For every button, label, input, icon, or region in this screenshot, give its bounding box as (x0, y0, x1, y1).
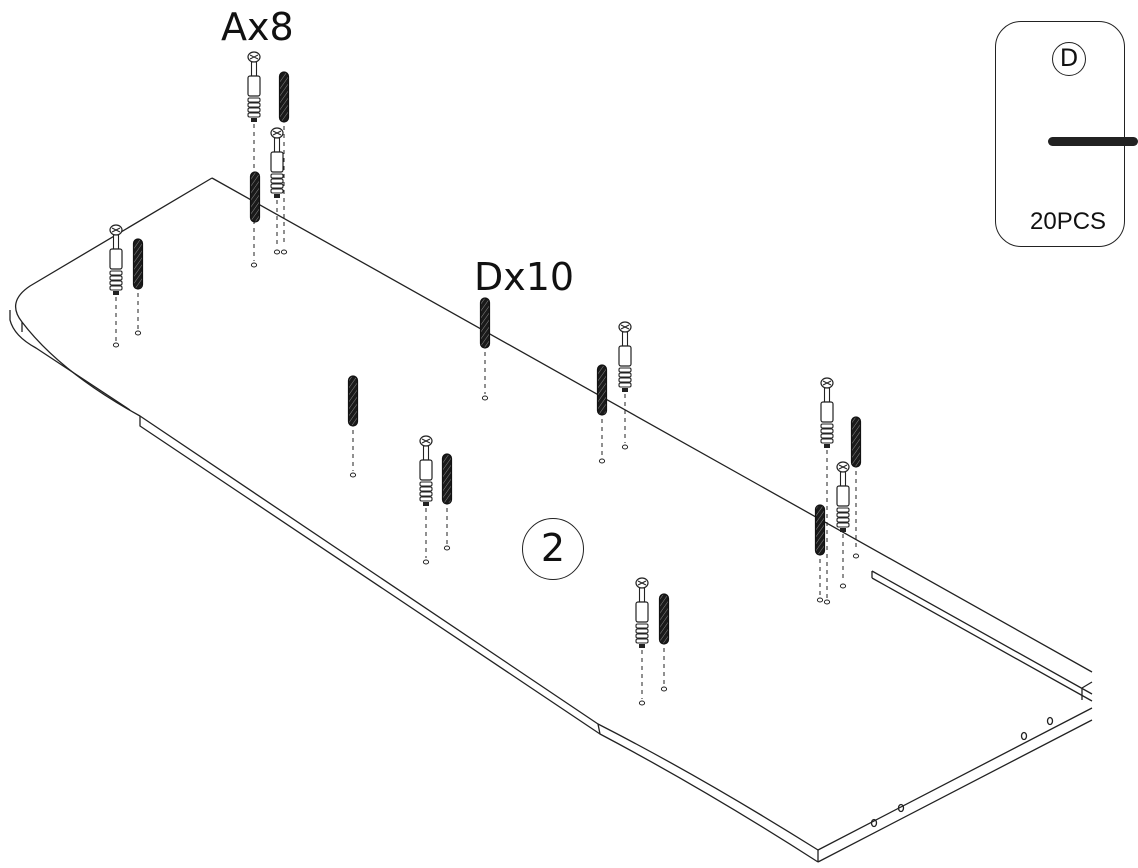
cam-bolt (635, 577, 649, 706)
cam-bolt (419, 435, 433, 565)
panel-right-edge (817, 707, 1093, 863)
panel-top-face (14, 177, 1093, 851)
assembly-diagram: Ax8 Dx10 2 D 20PCS (9, 5, 1138, 863)
wooden-dowel (814, 504, 826, 603)
wooden-dowel (479, 297, 491, 401)
end-hole (870, 818, 878, 828)
wooden-dowel (347, 375, 359, 478)
wooden-dowel (658, 593, 670, 692)
cam-bolt (820, 377, 834, 605)
part-letter: D (1059, 44, 1079, 72)
wooden-dowel (132, 238, 144, 336)
wooden-dowel (278, 71, 290, 123)
step-number-badge: 2 (522, 518, 584, 580)
end-hole (1046, 716, 1054, 726)
cam-bolt (247, 51, 261, 268)
dowel-icon (1048, 137, 1138, 146)
wood-panel (9, 177, 1093, 863)
parts-inventory-box: D 20PCS (995, 21, 1138, 247)
end-hole (897, 803, 905, 813)
step-number: 2 (540, 526, 566, 570)
cam-bolt (836, 461, 850, 589)
panel-groove (871, 570, 1093, 702)
fastener-group (109, 51, 862, 706)
panel-front-edge (9, 310, 819, 863)
wooden-dowel (596, 364, 608, 464)
wooden-dowel (249, 171, 261, 223)
cam-bolt (618, 321, 632, 450)
wooden-dowel (441, 453, 453, 551)
part-count: 20PCS (1030, 208, 1107, 235)
wooden-dowel (850, 416, 862, 468)
part-letter-badge: D (1052, 42, 1086, 76)
end-hole (1020, 731, 1028, 741)
cam-bolt (270, 127, 284, 255)
cam-bolt (109, 224, 123, 348)
panel-illustration (9, 51, 1093, 863)
cam-bolt-quantity-label: Ax8 (221, 5, 294, 49)
dowel-quantity-label: Dx10 (474, 255, 575, 299)
